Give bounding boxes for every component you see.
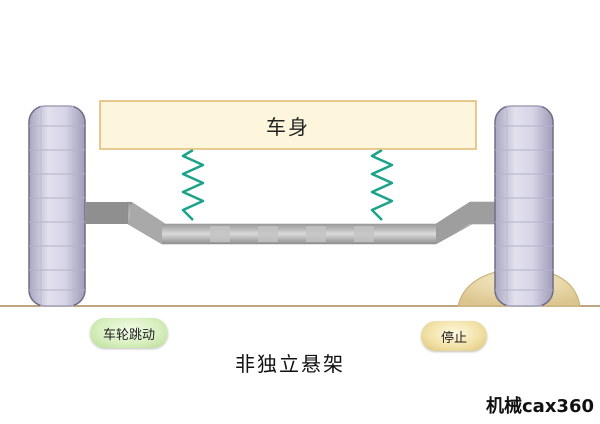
car-body xyxy=(99,100,477,150)
diagram-caption: 非独立悬架 xyxy=(235,351,345,376)
car-body-label: 车身 xyxy=(266,114,310,139)
right-wheel xyxy=(494,105,554,307)
wheel-bounce-button[interactable]: 车轮跳动 xyxy=(90,318,168,348)
stop-button[interactable]: 停止 xyxy=(421,321,487,351)
left-spring xyxy=(181,148,205,221)
watermark: 机械cax360 xyxy=(486,396,594,417)
right-spring xyxy=(370,148,394,221)
left-wheel xyxy=(28,105,86,307)
axle-beam xyxy=(86,201,501,245)
